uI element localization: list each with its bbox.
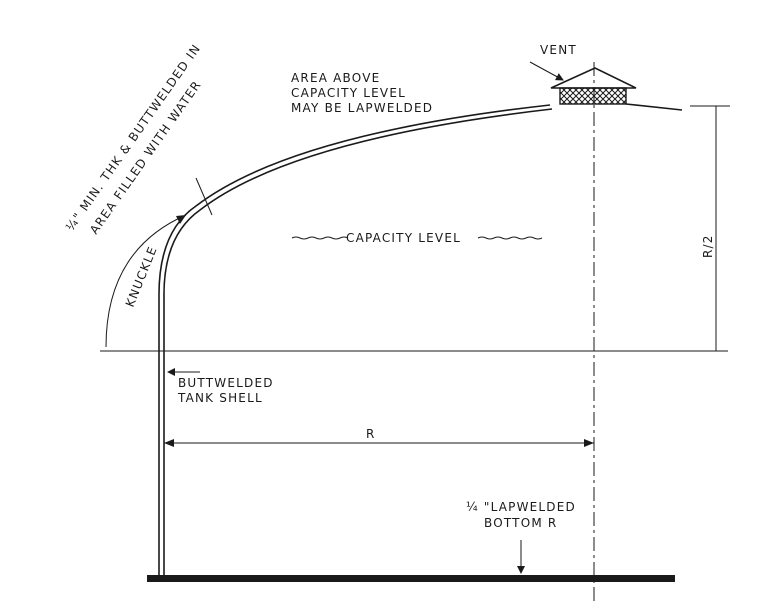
area-above-label-2: CAPACITY LEVEL bbox=[291, 86, 406, 100]
roof-outer-curve bbox=[158, 104, 551, 299]
lap-bottom-label-2: BOTTOM R bbox=[484, 516, 557, 530]
area-above-label-1: AREA ABOVE bbox=[291, 71, 380, 85]
min-thk-label-1: ¼" MIN. THK & BUTTWELDED IN bbox=[63, 41, 204, 233]
capacity-wave-left bbox=[291, 236, 349, 240]
vent-leader bbox=[529, 61, 564, 81]
vent-label: VENT bbox=[540, 43, 577, 57]
area-above-label-3: MAY BE LAPWELDED bbox=[291, 101, 433, 115]
lap-bottom-label-1: ¼ "LAPWELDED bbox=[466, 500, 576, 514]
radius-label: R bbox=[366, 427, 376, 441]
r-dim-arrow-right bbox=[584, 439, 594, 447]
roof-right-edge bbox=[625, 103, 683, 111]
capacity-level-label: CAPACITY LEVEL bbox=[346, 231, 461, 245]
r-half-label: R/2 bbox=[701, 234, 715, 258]
knuckle-arc bbox=[105, 214, 187, 348]
capacity-wave-right bbox=[477, 236, 543, 240]
vent-screen bbox=[559, 87, 627, 105]
vent-assembly bbox=[550, 67, 637, 105]
r-dim-arrow-left bbox=[164, 439, 174, 447]
min-thk-leader bbox=[195, 177, 213, 216]
buttwelded-label-2: TANK SHELL bbox=[177, 391, 263, 405]
knuckle-arrow bbox=[176, 215, 186, 224]
buttwelded-label-1: BUTTWELDED bbox=[178, 376, 274, 390]
bottom-plate bbox=[147, 575, 675, 582]
knuckle-label: KNUCKLE bbox=[123, 244, 160, 309]
roof-inner-curve bbox=[163, 108, 553, 299]
